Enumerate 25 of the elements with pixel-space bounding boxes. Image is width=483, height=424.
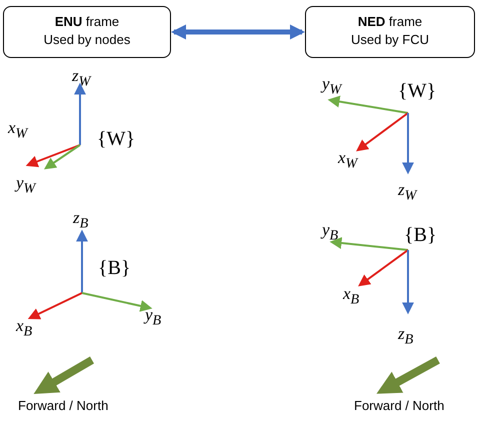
axis-label: y$_{W}$ bbox=[16, 173, 36, 198]
box-text: Used by FCU bbox=[350, 31, 430, 49]
axis-label: z$_{W}$ bbox=[398, 180, 416, 204]
axis-label: y$_{B}$ bbox=[322, 220, 338, 244]
axis-label: y$_{B}$ bbox=[145, 305, 162, 330]
frame-label: {B} bbox=[404, 224, 437, 247]
box-text: Used by nodes bbox=[42, 31, 132, 49]
frame-label: {W} bbox=[398, 80, 436, 103]
axis-label: y$_{W}$ bbox=[322, 74, 342, 98]
axis-label: x$_{W}$ bbox=[338, 148, 358, 172]
frame-label: {B} bbox=[98, 257, 131, 280]
double-arrow bbox=[171, 24, 305, 40]
axis-label: z$_{W}$ bbox=[72, 66, 90, 90]
frame-box bbox=[305, 6, 475, 58]
box-text: NED frame bbox=[356, 13, 424, 31]
frame-label: {W} bbox=[97, 128, 136, 151]
box-text: ENU frame bbox=[54, 13, 120, 31]
direction-label: Forward / North bbox=[18, 398, 108, 413]
axis-label: x$_{B}$ bbox=[343, 284, 360, 308]
axis-label: x$_{B}$ bbox=[16, 316, 32, 340]
axis-label: z$_{B}$ bbox=[398, 324, 414, 348]
direction-label: Forward / North bbox=[354, 398, 444, 413]
frame-box bbox=[3, 6, 171, 58]
axis-label: x$_{W}$ bbox=[8, 118, 28, 142]
axis-label: z$_{B}$ bbox=[73, 208, 88, 232]
